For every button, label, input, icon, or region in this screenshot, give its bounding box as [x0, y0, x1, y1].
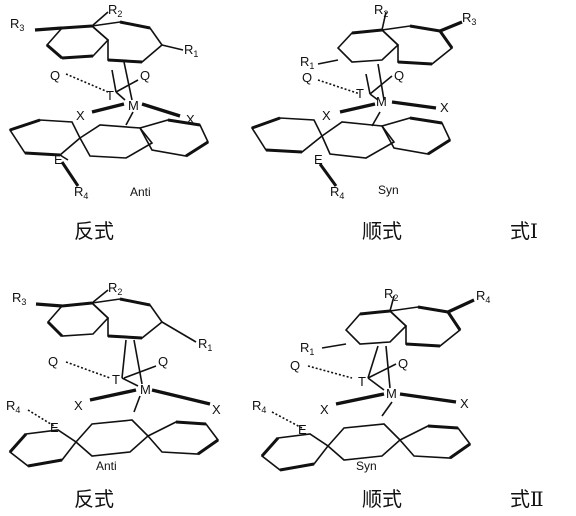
fluorenyl-ring-lower — [8, 419, 220, 468]
x-left-label: X — [76, 108, 85, 123]
r4-label: R4 — [330, 184, 344, 201]
structure-formula-2-syn — [260, 295, 475, 472]
labels-formula-1-syn: R2 R3 R1 Q Q T M X X E R4 Syn — [300, 2, 476, 201]
labels-formula-2-syn: R2 R4 R1 Q Q T M X X E R4 Syn — [252, 286, 490, 473]
q-right-label: Q — [158, 354, 168, 369]
x-right-label: X — [186, 112, 195, 127]
indenyl-ring-upper — [344, 305, 462, 348]
fluorenyl-ring-lower — [260, 423, 472, 472]
q-left-label: Q — [48, 354, 58, 369]
caption-row2-syn: 顺式 — [362, 487, 402, 511]
e-label: E — [54, 152, 63, 167]
m-label: M — [376, 94, 387, 109]
r4-label: R4 — [6, 398, 20, 415]
r4-label: R4 — [252, 398, 266, 415]
e-label: E — [314, 152, 323, 167]
x-left-label: X — [320, 402, 329, 417]
r2-label: R2 — [384, 286, 398, 303]
indenyl-ring-upper — [45, 20, 164, 64]
isomer-tag-anti: Anti — [130, 185, 151, 199]
r3-label: R3 — [12, 290, 26, 307]
t-label: T — [112, 372, 120, 387]
isomer-tag-syn: Syn — [378, 183, 399, 197]
isomer-tag-anti: Anti — [96, 459, 117, 473]
r1-label: R1 — [300, 54, 314, 71]
r3-label: R3 — [462, 10, 476, 27]
caption-formula-2: 式Ⅱ — [510, 487, 544, 511]
r4-top-label: R4 — [476, 288, 490, 305]
x-right-label: X — [460, 396, 469, 411]
q-right-label: Q — [140, 68, 150, 83]
e-label: E — [298, 422, 307, 437]
caption-row2-anti: 反式 — [74, 487, 114, 511]
q-left-label: Q — [290, 358, 300, 373]
r3-label: R3 — [10, 16, 24, 33]
m-label: M — [386, 386, 397, 401]
structure-formula-1-anti — [8, 11, 210, 187]
r1-label: R1 — [184, 42, 198, 59]
fluorenyl-ring-lower — [8, 118, 210, 161]
caption-row1-syn: 顺式 — [362, 219, 402, 243]
t-label: T — [358, 374, 366, 389]
q-right-label: Q — [394, 68, 404, 83]
e-label: E — [50, 420, 59, 435]
caption-formula-1: 式Ⅰ — [510, 219, 538, 243]
r2-label: R2 — [108, 280, 122, 297]
m-label: M — [140, 382, 151, 397]
indenyl-ring-upper — [336, 24, 454, 66]
r1-label: R1 — [300, 340, 314, 357]
x-right-label: X — [212, 402, 221, 417]
structure-formula-2-anti — [8, 289, 220, 468]
r2-label: R2 — [374, 2, 388, 19]
m-label: M — [128, 98, 139, 113]
x-right-label: X — [440, 100, 449, 115]
r4-label: R4 — [74, 184, 88, 201]
x-left-label: X — [322, 108, 331, 123]
isomer-tag-syn: Syn — [356, 459, 377, 473]
structure-formula-1-syn — [250, 11, 463, 187]
q-right-label: Q — [398, 356, 408, 371]
q-left-label: Q — [302, 70, 312, 85]
labels-formula-1-anti: R3 R2 R1 Q Q T M X X E R4 Anti — [10, 2, 198, 201]
indenyl-ring-upper — [46, 297, 164, 340]
x-left-label: X — [74, 398, 83, 413]
q-left-label: Q — [50, 68, 60, 83]
t-label: T — [106, 88, 114, 103]
r1-label: R1 — [198, 336, 212, 353]
t-label: T — [356, 86, 364, 101]
fluorenyl-ring-lower — [250, 116, 452, 159]
r2-label: R2 — [108, 2, 122, 19]
labels-formula-2-anti: R3 R2 R1 Q Q T M X X E R4 Anti — [6, 280, 221, 473]
caption-row1-anti: 反式 — [74, 219, 114, 243]
